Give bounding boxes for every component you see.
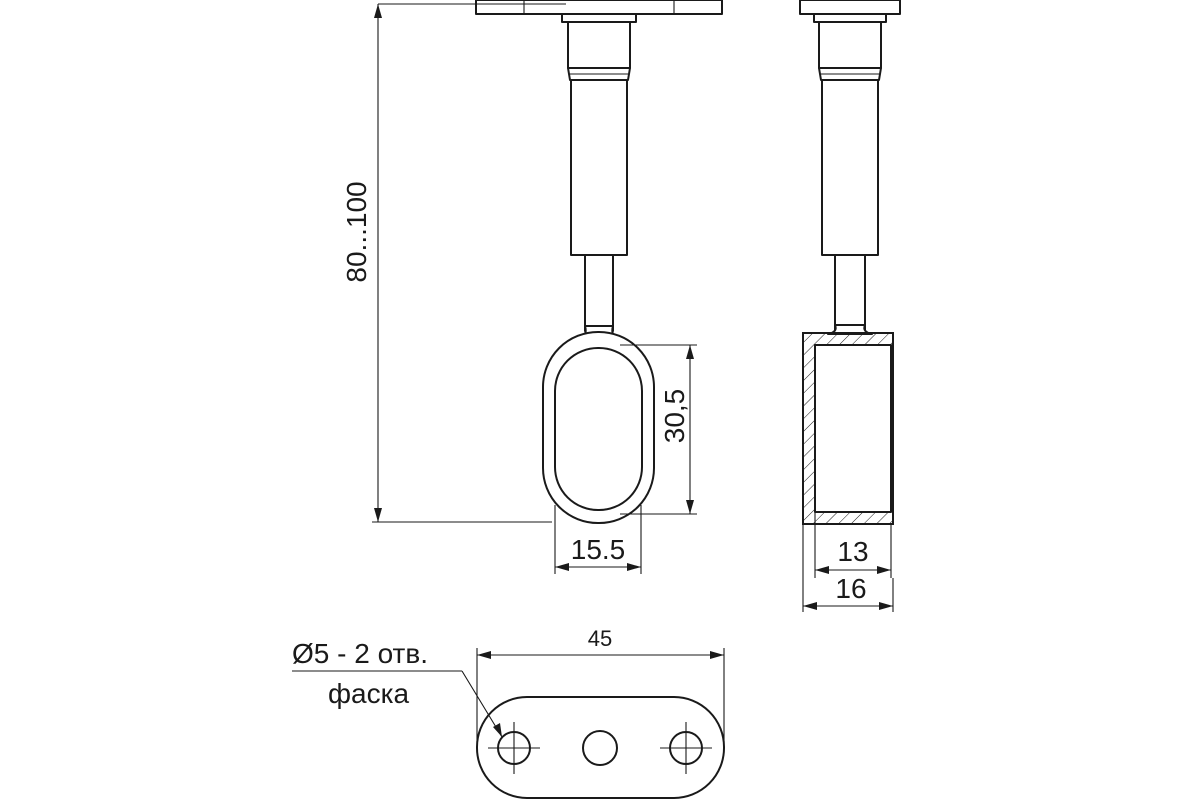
side-mount-plate bbox=[799, 0, 901, 15]
right-mounting-hole bbox=[660, 722, 712, 774]
front-collar bbox=[561, 13, 637, 23]
note-chamfer: фаска bbox=[328, 678, 409, 709]
dim-oval-height: 30,5 bbox=[620, 344, 697, 515]
left-mounting-hole bbox=[488, 722, 540, 774]
front-rod bbox=[584, 254, 614, 332]
side-tube bbox=[821, 79, 879, 256]
dim-label-oval-width: 15.5 bbox=[571, 534, 626, 565]
dim-label-inner-width: 13 bbox=[837, 536, 868, 567]
top-view bbox=[476, 696, 725, 799]
dim-oval-width: 15.5 bbox=[554, 505, 642, 574]
front-tube bbox=[570, 79, 628, 256]
side-rod bbox=[834, 254, 866, 332]
dim-outer-width: 16 bbox=[802, 524, 894, 612]
front-mount-plate bbox=[475, 0, 723, 15]
front-oval-inner bbox=[554, 347, 643, 511]
dim-total-height: 80...100 bbox=[341, 3, 566, 523]
hole-note: Ø5 - 2 отв. фаска bbox=[292, 638, 503, 738]
front-view bbox=[475, 0, 723, 524]
dim-label-total-height: 80...100 bbox=[341, 181, 372, 282]
note-holes: Ø5 - 2 отв. bbox=[292, 638, 428, 669]
top-plate bbox=[476, 696, 725, 799]
center-hole bbox=[582, 730, 618, 766]
dim-plate-length: 45 bbox=[476, 626, 725, 742]
side-view bbox=[799, 0, 901, 525]
dim-label-oval-height: 30,5 bbox=[659, 389, 690, 444]
side-section-inner bbox=[814, 344, 892, 513]
dim-label-plate-length: 45 bbox=[588, 626, 612, 651]
side-upper-sleeve bbox=[818, 21, 882, 69]
dim-inner-width: 13 bbox=[814, 512, 892, 578]
front-upper-sleeve bbox=[567, 21, 631, 69]
dim-label-outer-width: 16 bbox=[835, 573, 866, 604]
